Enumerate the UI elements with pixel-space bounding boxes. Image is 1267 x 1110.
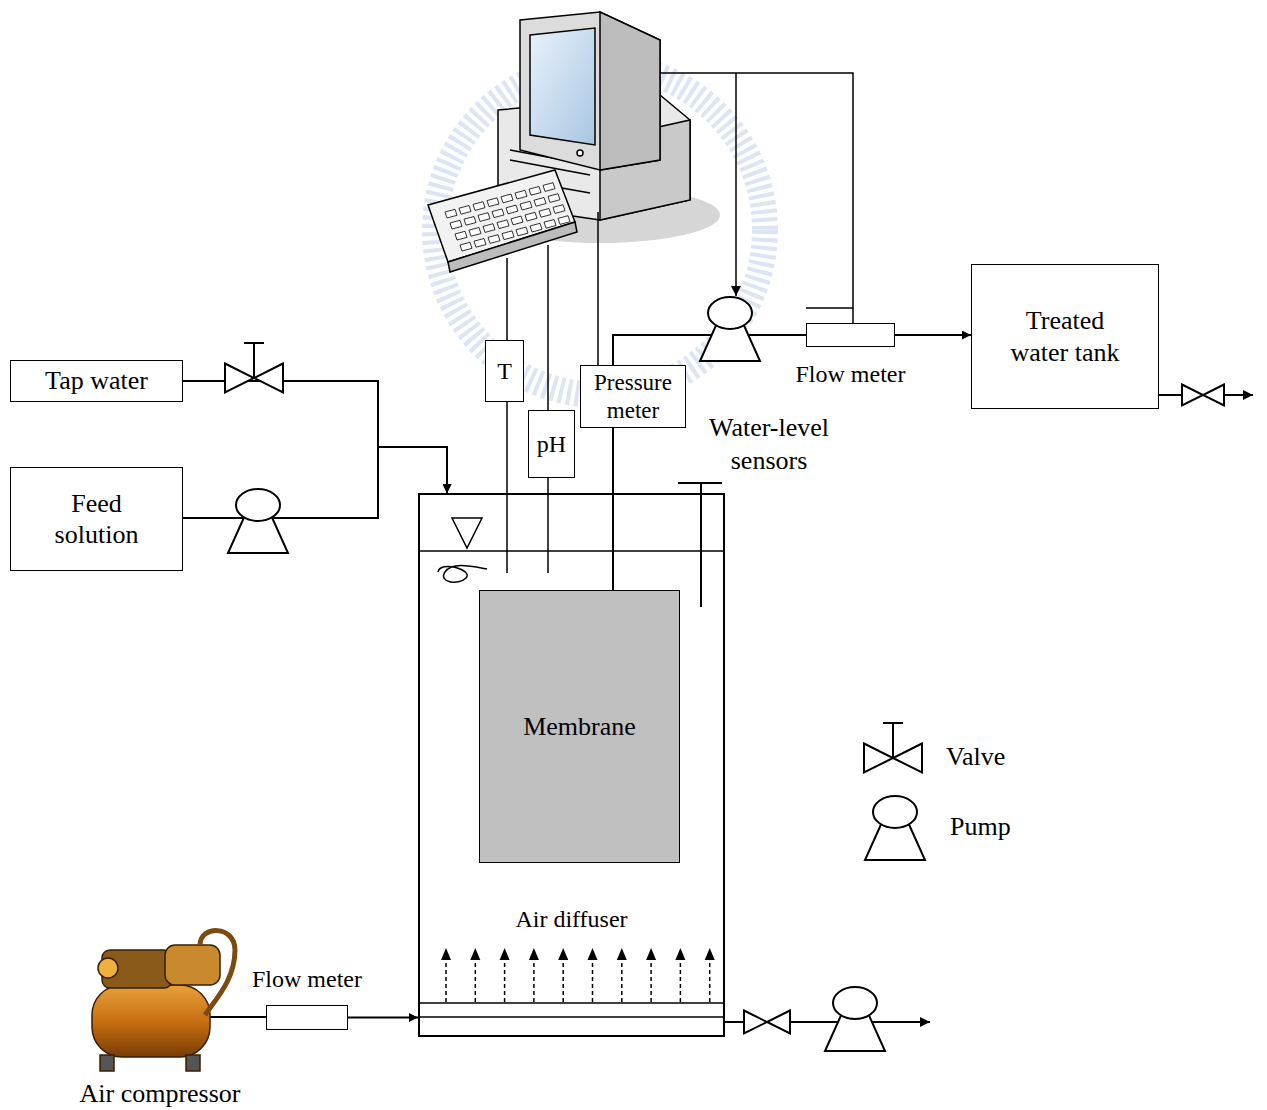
key	[483, 224, 495, 233]
key	[539, 209, 551, 218]
arrow-head	[646, 948, 656, 960]
node-label: Flow meter	[796, 360, 906, 389]
key	[478, 213, 490, 222]
flow-meter: Flow meter	[806, 323, 895, 347]
key	[497, 220, 509, 229]
legend-text: Valve	[946, 741, 1005, 774]
air-bubble-arrow	[709, 958, 711, 1002]
computer-illustration	[428, 12, 720, 272]
membrane-module: Membrane	[479, 590, 680, 863]
reactor-tank: Air diffuser Membrane	[418, 493, 725, 1037]
key	[544, 220, 556, 229]
sensor-box: pH	[528, 410, 575, 478]
key	[553, 205, 565, 214]
valve-symbol	[744, 1011, 790, 1034]
key	[511, 216, 523, 225]
valve-symbol	[864, 723, 922, 773]
key	[487, 198, 499, 207]
signal-wire	[507, 73, 853, 573]
arrow-head	[558, 948, 568, 960]
key	[460, 242, 472, 251]
pump-symbol	[700, 297, 760, 361]
key	[525, 212, 537, 221]
sensor-box: T	[485, 340, 524, 402]
air-bubble-arrow	[504, 958, 506, 1002]
key	[502, 231, 514, 240]
key	[464, 217, 476, 226]
pipe-connector	[348, 1017, 418, 1019]
key	[515, 190, 527, 199]
tank-box: Treated water tank	[971, 264, 1159, 409]
pump-symbol	[865, 796, 925, 860]
key	[488, 235, 500, 244]
node-label: Feed solution	[42, 488, 152, 550]
key	[473, 202, 485, 211]
tank-internals	[419, 483, 724, 1017]
source-box: Feed solution	[10, 467, 183, 571]
valve-symbol	[1182, 385, 1224, 406]
air-bubble-arrow	[475, 958, 477, 1002]
pipe-line	[205, 395, 1253, 1022]
key	[506, 205, 518, 214]
key	[543, 183, 555, 192]
key	[501, 194, 513, 203]
flow-meter: Flow meter	[266, 1005, 348, 1030]
arrow-head	[500, 948, 510, 960]
air-bubble-arrow	[592, 958, 594, 1002]
key	[469, 228, 481, 237]
arrow-head	[470, 948, 480, 960]
key	[534, 198, 546, 207]
pump-symbol	[825, 987, 885, 1051]
node-label: Flow meter	[252, 965, 362, 994]
pipe-connector	[895, 334, 971, 336]
key	[455, 231, 467, 240]
equipment-label: Air compressor	[40, 1078, 280, 1110]
node-label: Treated water tank	[998, 305, 1133, 367]
pipe-connector	[183, 381, 447, 493]
node-label: Pressure meter	[585, 369, 681, 424]
node-label: pH	[537, 430, 566, 459]
air-bubble-arrow	[650, 958, 652, 1002]
key	[516, 227, 528, 236]
key	[474, 239, 486, 248]
node-label: T	[497, 357, 512, 386]
node-label: Membrane	[523, 711, 636, 742]
arrow-head	[705, 948, 715, 960]
air-bubble-arrow	[562, 958, 564, 1002]
key	[492, 209, 504, 218]
key	[530, 223, 542, 232]
sensor-box: Pressure meter	[580, 365, 686, 428]
node-label: Tap water	[45, 365, 148, 396]
legend-text: Pump	[950, 811, 1011, 844]
arrow-head	[617, 948, 627, 960]
pipe-connector	[183, 447, 447, 518]
air-bubble-arrow	[680, 958, 682, 1002]
key	[529, 187, 541, 196]
key	[520, 201, 532, 210]
arrow-head	[441, 948, 451, 960]
key	[558, 216, 570, 225]
valve-symbol	[225, 343, 283, 393]
air-compressor-illustration	[92, 931, 235, 1071]
arrow-head	[529, 948, 539, 960]
air-bubble-arrow	[533, 958, 535, 1002]
air-bubble-arrow	[621, 958, 623, 1002]
air-bubble-arrow	[445, 958, 447, 1002]
arrow-head	[588, 948, 598, 960]
node-label: Air diffuser	[420, 905, 723, 934]
key	[445, 209, 457, 218]
source-box: Tap water	[10, 360, 183, 402]
key	[459, 206, 471, 215]
arrow-head	[675, 948, 685, 960]
pump-symbol	[228, 489, 288, 553]
sensor-label: Water-level sensors	[696, 412, 842, 477]
key	[450, 220, 462, 229]
key	[548, 194, 560, 203]
